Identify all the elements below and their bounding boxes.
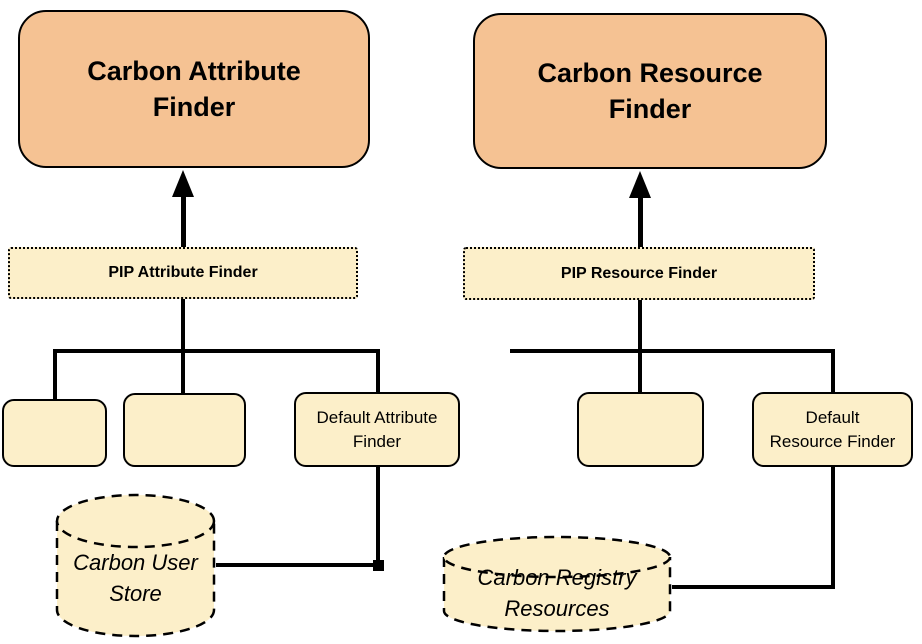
pip-resource-finder-box: PIP Resource Finder bbox=[463, 247, 815, 300]
connector-right-hbar bbox=[510, 349, 835, 353]
carbon-resource-finder-label: Carbon Resource Finder bbox=[537, 58, 763, 124]
connector-right-center-drop bbox=[638, 300, 642, 392]
attribute-finder-node-2 bbox=[123, 393, 246, 467]
link-default-resource-vert bbox=[831, 467, 835, 589]
arrow-stem-right bbox=[638, 196, 643, 248]
resource-finder-node-1 bbox=[577, 392, 704, 467]
attribute-finder-node-1 bbox=[2, 399, 107, 467]
default-attribute-finder-box: Default Attribute Finder bbox=[294, 392, 460, 467]
default-resource-finder-box: Default Resource Finder bbox=[752, 392, 913, 467]
link-default-attribute-vert bbox=[376, 467, 380, 567]
pip-attribute-finder-label: PIP Attribute Finder bbox=[108, 264, 258, 281]
link-junction-dot bbox=[373, 560, 384, 571]
carbon-registry-resources-cylinder bbox=[442, 535, 672, 633]
carbon-attribute-finder-label: Carbon Attribute Finder bbox=[87, 56, 301, 122]
link-default-attribute-horiz bbox=[216, 563, 380, 567]
connector-right-drop-2 bbox=[831, 349, 835, 392]
default-resource-finder-label: Default Resource Finder bbox=[769, 407, 896, 451]
link-default-resource-horiz bbox=[672, 585, 835, 589]
carbon-user-store-cylinder bbox=[55, 493, 216, 638]
carbon-registry-resources-label: Carbon Registry Resources bbox=[477, 565, 637, 621]
carbon-user-store-label: Carbon User Store bbox=[73, 549, 198, 606]
carbon-attribute-finder-box: Carbon Attribute Finder bbox=[18, 10, 370, 168]
default-attribute-finder-label: Default Attribute Finder bbox=[316, 407, 438, 451]
connector-left-center-drop bbox=[181, 299, 185, 393]
arrowhead-up-right bbox=[629, 171, 651, 198]
pip-resource-finder-label: PIP Resource Finder bbox=[560, 264, 718, 282]
connector-left-drop-3 bbox=[376, 349, 380, 392]
connector-left-hbar bbox=[53, 349, 380, 353]
connector-left-drop-1 bbox=[53, 349, 57, 399]
arrow-stem-left bbox=[181, 195, 186, 248]
carbon-resource-finder-box: Carbon Resource Finder bbox=[473, 13, 827, 169]
arrowhead-up-left bbox=[172, 170, 194, 197]
pip-attribute-finder-box: PIP Attribute Finder bbox=[8, 247, 358, 299]
